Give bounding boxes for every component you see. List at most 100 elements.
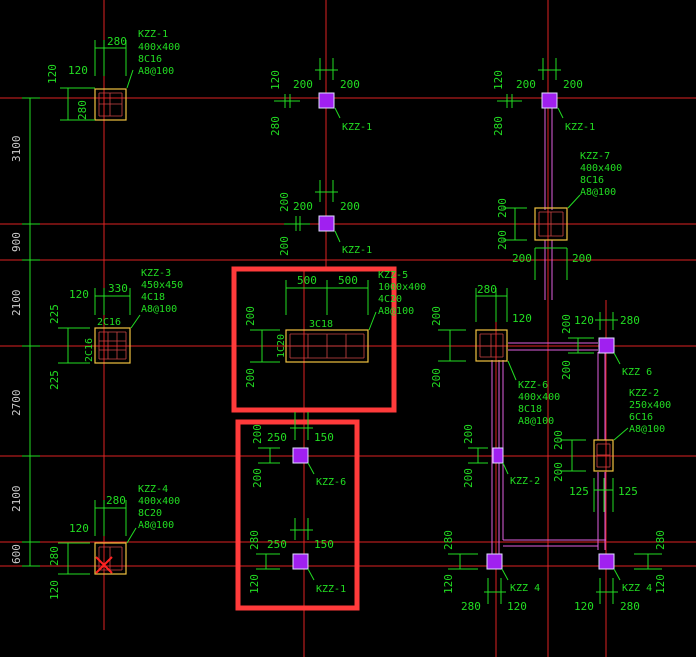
dim-2100-a: 2100: [10, 290, 23, 317]
highlight-box-kzz6-kzz1: [235, 419, 360, 611]
dim-v-bottom: 120: [48, 580, 61, 600]
column-kzz1-box[interactable]: 250 150 280 120 KZZ-1: [248, 518, 346, 595]
dim-v-top: 200: [496, 198, 509, 218]
column-label: KZZ-6: [316, 477, 346, 488]
dim-v-top: 200: [552, 430, 565, 450]
dim-v-top: 225: [48, 304, 61, 324]
column-rebar: 8C18: [518, 404, 542, 415]
column-label: KZZ-7: [580, 151, 610, 162]
column-kzz1-top-right[interactable]: 200 200 120 280 KZZ-1: [492, 58, 595, 136]
dim-left: 200: [293, 200, 313, 213]
side-label-top: 2C16: [97, 317, 121, 328]
column-label: KZZ-1: [342, 245, 372, 256]
inner-label-left: 1C20: [276, 334, 287, 358]
column-kzz4-b[interactable]: 120 280 280 120 KZZ 4: [574, 530, 667, 613]
dim-left: 200: [516, 78, 536, 91]
inner-label-top: 3C18: [309, 319, 333, 330]
column-size: 1000x400: [378, 282, 426, 293]
column-stirrup: A8@100: [518, 416, 554, 427]
dim-v-top: 200: [462, 424, 475, 444]
dim-v-top: 120: [492, 70, 505, 90]
dim-v-bottom: 280: [269, 116, 282, 136]
column-kzz4-a[interactable]: 280 120 280 120 KZZ 4: [442, 530, 540, 613]
column-size: 250x400: [629, 400, 671, 411]
column-stirrup: A8@100: [378, 306, 414, 317]
dim-v-bottom: 200: [552, 462, 565, 482]
dim-right: 500: [338, 274, 358, 287]
left-dimension-chain: [22, 97, 40, 567]
column-kzz1-mid[interactable]: 200 200 200 200 KZZ-1: [278, 180, 372, 256]
dim-top: 330: [108, 282, 128, 295]
column-rebar: 8C16: [138, 54, 162, 65]
column-kzz1-top-left[interactable]: 280 120 120 280 KZZ-1 400x400 8C16 A8@10…: [46, 29, 180, 121]
column-label: KZZ-2: [629, 388, 659, 399]
column-label: KZZ-6: [518, 380, 548, 391]
column-label: KZZ-1: [565, 122, 595, 133]
dim-left: 200: [293, 78, 313, 91]
dim-v-top: 120: [46, 64, 59, 84]
dim-top: 280: [107, 35, 127, 48]
dim-left: 120: [574, 600, 594, 613]
column-label: KZZ 6: [622, 367, 652, 378]
dim-left: 120: [69, 288, 89, 301]
dim-v-top: 200: [251, 424, 264, 444]
column-kzz2[interactable]: KZZ-2 250x400 6C16 A8@100 125 125 200 20…: [552, 388, 671, 512]
column-label: KZZ 4: [510, 583, 540, 594]
dim-left: 250: [267, 431, 287, 444]
column-size: 450x450: [141, 280, 183, 291]
dim-left: 120: [574, 314, 594, 327]
dim-left: 120: [69, 522, 89, 535]
dim-right: 200: [340, 78, 360, 91]
column-kzz6-small[interactable]: 120 280 200 200 KZZ 6: [560, 312, 652, 380]
dim-v-top: 200: [560, 314, 573, 334]
column-label: KZZ-1: [138, 29, 168, 40]
dim-right: 125: [618, 485, 638, 498]
column-kzz5[interactable]: 500 500 200 200 3C18 1C20 KZZ-5 1000x400…: [244, 270, 426, 388]
dim-left: 500: [297, 274, 317, 287]
column-size: 400x400: [580, 163, 622, 174]
dim-v-top: 120: [269, 70, 282, 90]
dim-right: 120: [512, 312, 532, 325]
dim-v-bottom: 200: [462, 468, 475, 488]
dim-v-bottom: 225: [48, 370, 61, 390]
column-rebar: 4C18: [141, 292, 165, 303]
column-label: KZZ 4: [622, 583, 652, 594]
dim-left: 200: [512, 252, 532, 265]
dim-right: 280: [620, 314, 640, 327]
dim-v-bottom: 200: [244, 368, 257, 388]
column-label: KZZ-4: [138, 484, 168, 495]
cross-marker-icon: [95, 556, 113, 574]
dim-left: 120: [68, 64, 88, 77]
dim-v-bottom: 200: [251, 468, 264, 488]
dim-v-bottom: 280: [76, 100, 89, 120]
column-size: 400x400: [138, 496, 180, 507]
dim-v-bottom: 120: [442, 574, 455, 594]
dim-v-top: 200: [244, 306, 257, 326]
column-kzz6-right[interactable]: 280 120 200 200 KZZ-6 400x400 8C18 A8@10…: [430, 283, 560, 427]
column-kzz4-left[interactable]: 280 120 280 120 KZZ-4 400x400 8C20 A8@10…: [48, 484, 180, 600]
dim-right: 150: [314, 538, 334, 551]
dim-900: 900: [10, 232, 23, 252]
column-rebar: 8C16: [580, 175, 604, 186]
column-kzz7[interactable]: KZZ-7 400x400 8C16 A8@100 200 200 200 20…: [496, 151, 622, 280]
column-kzz3[interactable]: 330 120 225 225 2C16 2C16 KZZ-3 450x450 …: [48, 268, 183, 390]
column-kzz1-top-mid[interactable]: 200 200 120 280 KZZ-1: [269, 58, 372, 136]
column-kzz6-box[interactable]: 250 150 200 200 KZZ-6: [251, 412, 346, 488]
side-label-left: 2C16: [84, 338, 95, 362]
column-kzz2-small[interactable]: 200 200 KZZ-2: [462, 424, 540, 488]
dim-right: 200: [572, 252, 592, 265]
column-label: KZZ-1: [342, 122, 372, 133]
dim-right: 120: [507, 600, 527, 613]
dim-2100-b: 2100: [10, 486, 23, 513]
column-size: 400x400: [138, 42, 180, 53]
dim-v-bottom: 120: [654, 574, 667, 594]
dim-top: 280: [106, 494, 126, 507]
column-label: KZZ-3: [141, 268, 171, 279]
column-stirrup: A8@100: [138, 66, 174, 77]
dim-v-bottom: 200: [560, 360, 573, 380]
column-stirrup: A8@100: [138, 520, 174, 531]
dim-left: 125: [569, 485, 589, 498]
dim-v-top: 200: [430, 306, 443, 326]
dim-2700: 2700: [10, 390, 23, 417]
